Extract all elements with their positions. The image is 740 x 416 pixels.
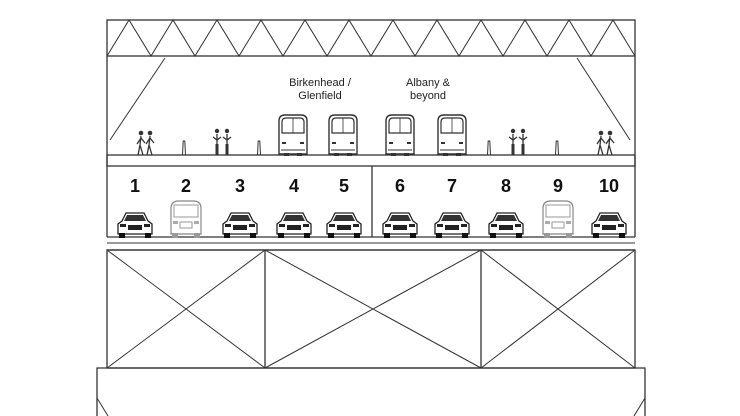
car-front-icon: [434, 212, 470, 239]
traffic-lanes: 1 2 3 4 5 6 7 8 9 10: [117, 176, 627, 239]
van-front-icon: [542, 200, 574, 239]
rail-destination-labels: Birkenhead / Glenfield Albany & beyond: [289, 77, 451, 102]
cyclist-icon: [212, 128, 232, 156]
train-front-icon: [437, 114, 467, 157]
lane-number: 1: [130, 176, 140, 196]
pedestrian-icon: [136, 130, 155, 156]
car-front-icon: [117, 212, 153, 239]
bollard-icon: [555, 140, 559, 156]
car-front-icon: [276, 212, 312, 239]
destination-label-line1: Birkenhead /: [289, 77, 352, 89]
destination-label-line2: beyond: [410, 90, 446, 102]
lane-number: 10: [599, 176, 619, 196]
lane-number: 6: [395, 176, 405, 196]
destination-label-line1: Albany &: [406, 77, 451, 89]
train-front-icon: [385, 114, 415, 157]
lane-number: 2: [181, 176, 191, 196]
lane-number: 5: [339, 176, 349, 196]
train-front-icon: [278, 114, 308, 157]
train-front-icon: [328, 114, 358, 157]
lane-number: 7: [447, 176, 457, 196]
upper-deck-frame: [106, 56, 636, 237]
van-front-icon: [170, 200, 202, 239]
lane-number: 8: [501, 176, 511, 196]
lower-truss: [106, 249, 636, 369]
cyclist-icon: [508, 128, 528, 156]
top-truss: [106, 19, 636, 57]
lane-number: 3: [235, 176, 245, 196]
lane-number: 4: [289, 176, 299, 196]
car-front-icon: [488, 212, 524, 239]
upper-deck-contents: [136, 114, 615, 157]
destination-label-line2: Glenfield: [298, 90, 341, 102]
bollard-icon: [487, 140, 491, 156]
lane-number: 9: [553, 176, 563, 196]
bollard-icon: [182, 140, 186, 156]
pier-base: [96, 367, 646, 416]
car-front-icon: [222, 212, 258, 239]
bollard-icon: [257, 140, 261, 156]
car-front-icon: [326, 212, 362, 239]
car-front-icon: [382, 212, 418, 239]
car-front-icon: [591, 212, 627, 239]
pedestrian-icon: [596, 130, 615, 156]
